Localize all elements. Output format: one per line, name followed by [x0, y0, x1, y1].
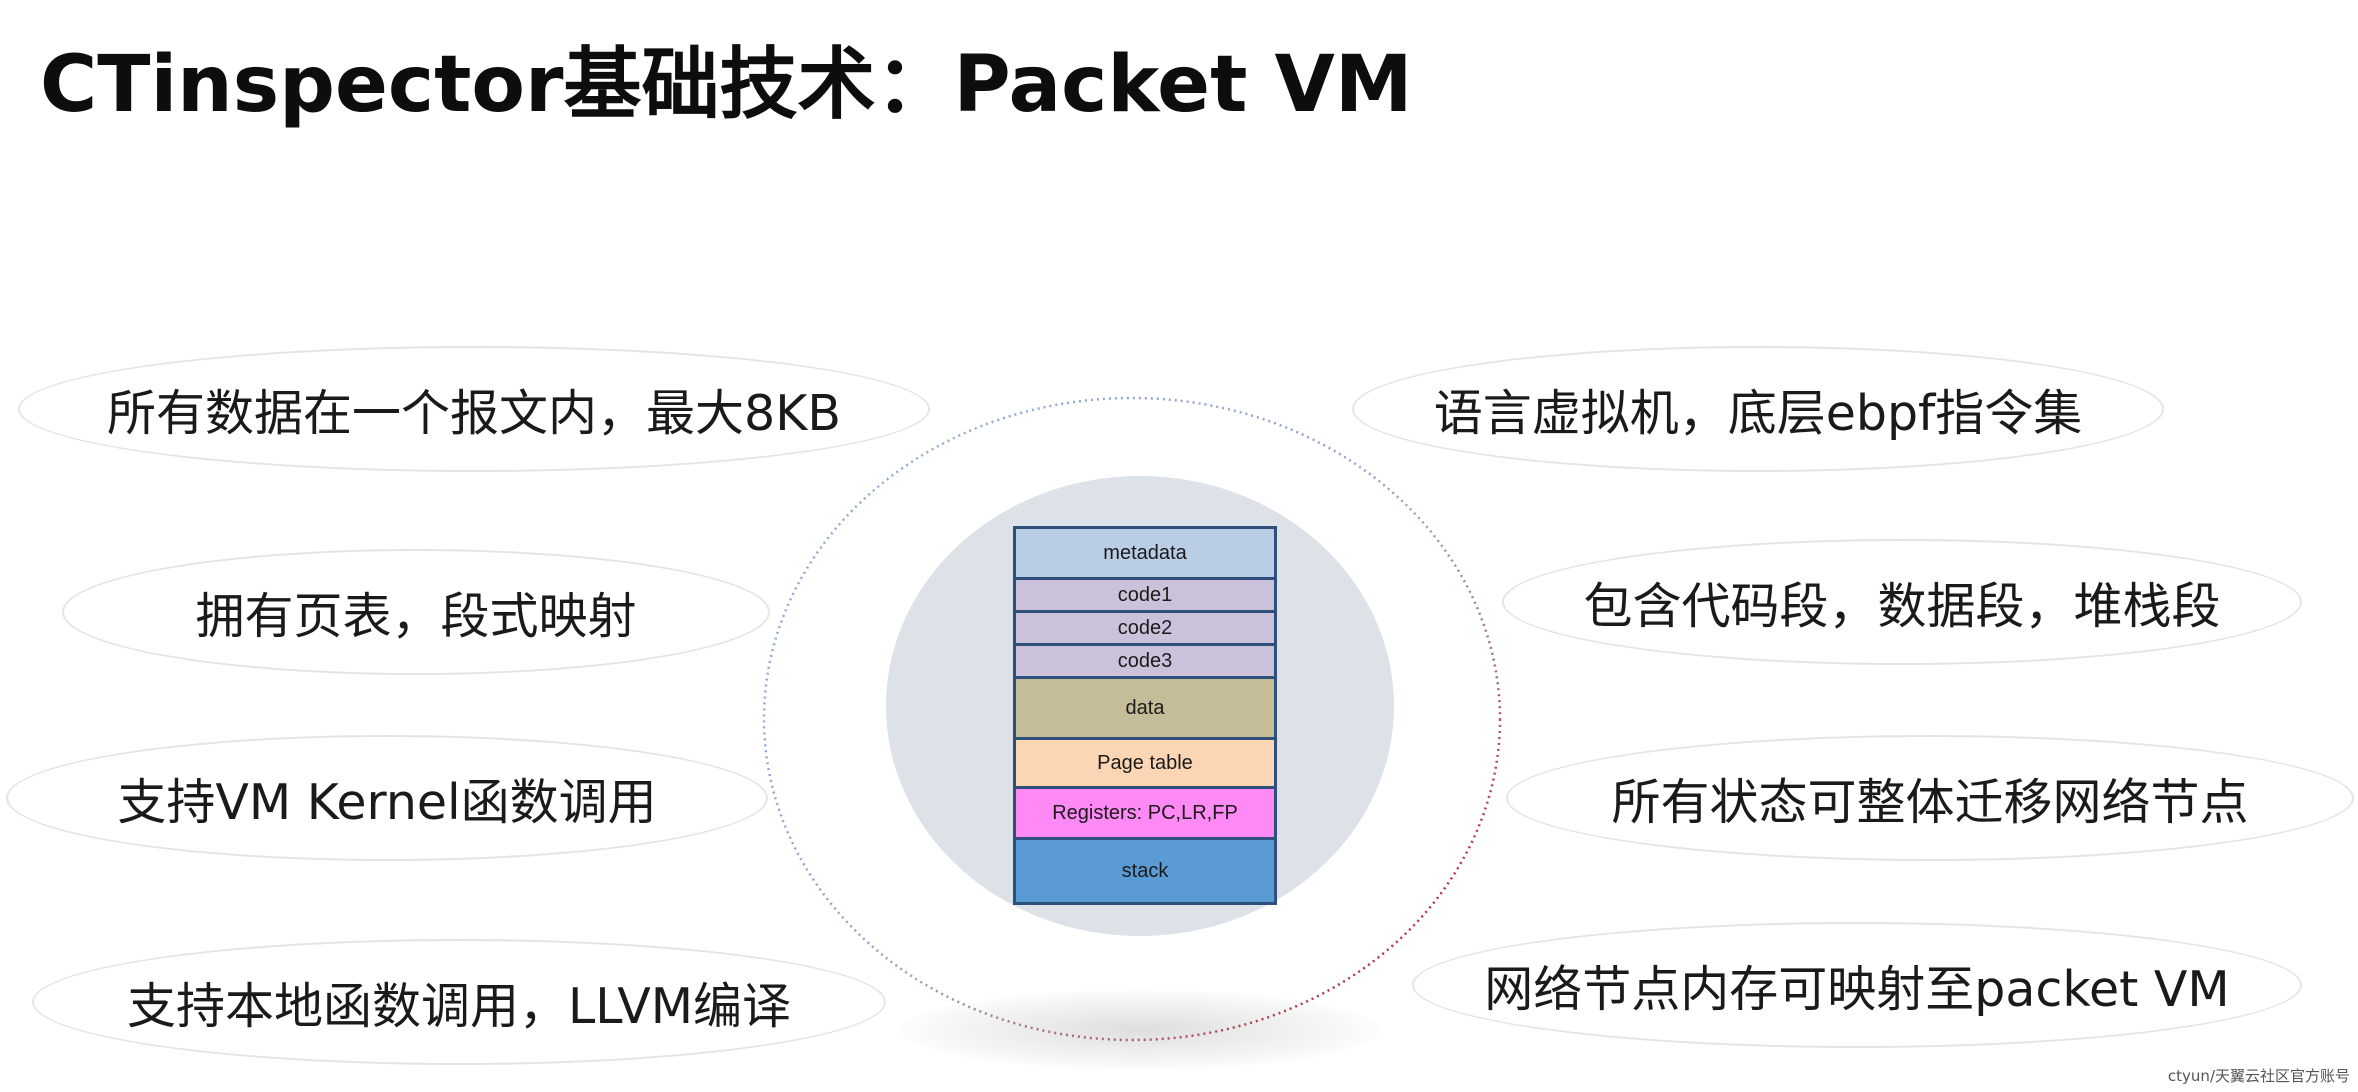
segment-code1: code1: [1016, 580, 1274, 613]
feature-label: 包含代码段，数据段，堆栈段: [1583, 577, 2221, 635]
feature-pill-right-3: 所有状态可整体迁移网络节点: [1506, 735, 2354, 861]
dotted-orbit-ring: [762, 396, 1502, 1042]
segment-metadata: metadata: [1016, 529, 1274, 580]
feature-pill-right-4: 网络节点内存可映射至packet VM: [1412, 922, 2302, 1048]
drop-shadow: [900, 990, 1380, 1070]
page-title: CTinspector基础技术：Packet VM: [40, 40, 1413, 130]
watermark: ctyun/天翼云社区官方账号: [2167, 1067, 2350, 1085]
feature-pill-right-2: 包含代码段，数据段，堆栈段: [1502, 539, 2302, 665]
feature-label: 所有数据在一个报文内，最大8KB: [107, 384, 841, 442]
feature-pill-left-3: 支持VM Kernel函数调用: [6, 735, 768, 861]
segment-stack: stack: [1016, 840, 1274, 902]
segment-page-table: Page table: [1016, 740, 1274, 789]
segment-registers: Registers: PC,LR,FP: [1016, 789, 1274, 840]
feature-pill-left-4: 支持本地函数调用，LLVM编译: [32, 939, 886, 1065]
feature-label: 支持VM Kernel函数调用: [117, 773, 657, 831]
segment-code2: code2: [1016, 613, 1274, 646]
segment-code3: code3: [1016, 646, 1274, 679]
feature-label: 网络节点内存可映射至packet VM: [1484, 960, 2230, 1018]
feature-label: 所有状态可整体迁移网络节点: [1611, 773, 2249, 831]
feature-pill-right-1: 语言虚拟机，底层ebpf指令集: [1352, 346, 2164, 472]
feature-label: 语言虚拟机，底层ebpf指令集: [1433, 384, 2083, 442]
feature-label: 支持本地函数调用，LLVM编译: [126, 977, 791, 1035]
feature-label: 拥有页表，段式映射: [195, 587, 637, 645]
segment-data: data: [1016, 679, 1274, 740]
packet-memory-layout: metadata code1 code2 code3 data Page tab…: [1013, 526, 1277, 905]
feature-pill-left-1: 所有数据在一个报文内，最大8KB: [18, 346, 930, 472]
feature-pill-left-2: 拥有页表，段式映射: [62, 549, 770, 675]
